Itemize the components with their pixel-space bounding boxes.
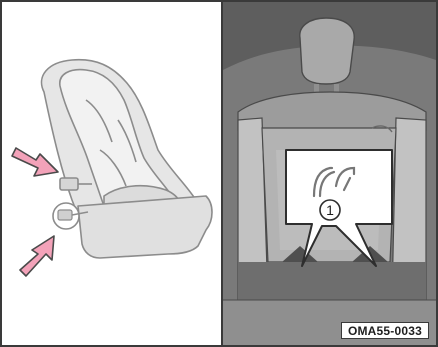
- callout-number: 1: [326, 202, 334, 218]
- figure-code-label: OMA55-0033: [341, 322, 429, 339]
- seat-cushion: [238, 262, 426, 300]
- right-panel: 1: [223, 2, 436, 345]
- headrest: [300, 18, 354, 84]
